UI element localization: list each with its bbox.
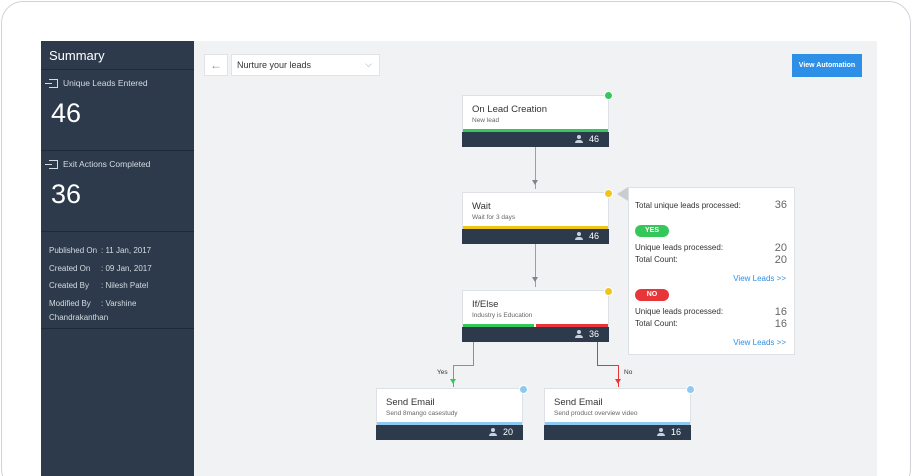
person-icon bbox=[574, 135, 583, 143]
exit-actions-value: 36 bbox=[51, 179, 82, 209]
status-dot-icon bbox=[686, 385, 695, 394]
published-value: : 11 Jan, 2017 bbox=[101, 246, 152, 255]
connector-2 bbox=[535, 244, 536, 287]
total-processed-value: 36 bbox=[774, 199, 787, 211]
node-footer: 20 bbox=[376, 425, 523, 440]
no-badge: NO bbox=[635, 289, 669, 301]
ifelse-stats-panel: Total unique leads processed: 36 YES Uni… bbox=[628, 187, 795, 355]
created-on-label: Created On bbox=[49, 263, 91, 273]
modified-by-label: Modified By bbox=[49, 298, 91, 308]
exit-actions-stat: Exit Actions Completed 36 bbox=[41, 151, 194, 232]
chevron-down-icon: ⌵ bbox=[365, 59, 372, 69]
created-on-value: : 09 Jan, 2017 bbox=[101, 263, 152, 273]
node-footer: 36 bbox=[462, 327, 609, 342]
node-send-email-yes[interactable]: Send Email Send 8mango casestudy 20 bbox=[376, 388, 523, 440]
no-unique-value: 16 bbox=[774, 306, 787, 318]
sidebar-title: Summary bbox=[41, 41, 194, 70]
node-status-bar bbox=[377, 422, 522, 426]
node-subtitle: Send product overview video bbox=[554, 410, 638, 417]
branch-yes-vertical bbox=[473, 342, 474, 365]
status-dot-icon bbox=[519, 385, 528, 394]
node-footer: 46 bbox=[462, 132, 609, 147]
node-footer: 46 bbox=[462, 229, 609, 244]
node-status-bar bbox=[463, 226, 608, 230]
node-status-bar bbox=[545, 422, 690, 426]
node-title: Send Email bbox=[386, 397, 435, 408]
unique-leads-stat: Unique Leads Entered 46 bbox=[41, 70, 194, 151]
unique-leads-label: Unique Leads Entered bbox=[63, 78, 148, 88]
yes-unique-value: 20 bbox=[774, 242, 787, 254]
no-total-value: 16 bbox=[774, 318, 787, 330]
node-wait[interactable]: Wait Wait for 3 days 46 bbox=[462, 192, 609, 244]
status-dot-icon bbox=[604, 91, 613, 100]
branch-no-down bbox=[618, 365, 619, 387]
branch-no-label: No bbox=[624, 369, 633, 376]
node-lead-creation[interactable]: On Lead Creation New lead 46 bbox=[462, 95, 609, 147]
no-total-label: Total Count: bbox=[635, 319, 678, 328]
node-count: 36 bbox=[588, 329, 599, 339]
node-title: On Lead Creation bbox=[472, 104, 547, 115]
created-by-label: Created By bbox=[49, 281, 90, 290]
back-button[interactable]: ← bbox=[204, 54, 228, 76]
person-icon bbox=[574, 232, 583, 240]
panel-pointer bbox=[617, 187, 628, 201]
node-count: 20 bbox=[502, 427, 513, 437]
node-subtitle: Industry is Education bbox=[472, 312, 533, 319]
branch-no-vertical bbox=[597, 342, 598, 365]
modified-by-value-cont: Chandrakanthan bbox=[49, 312, 109, 322]
branch-yes-horizontal bbox=[453, 365, 474, 366]
node-title: Send Email bbox=[554, 397, 603, 408]
branch-yes-down bbox=[453, 365, 454, 387]
summary-sidebar: Summary Unique Leads Entered 46 Exit Act… bbox=[41, 41, 194, 476]
branch-no-arrow bbox=[615, 379, 621, 384]
node-subtitle: New lead bbox=[472, 117, 500, 124]
exit-actions-label: Exit Actions Completed bbox=[63, 159, 151, 169]
node-status-bar-yes bbox=[463, 324, 534, 328]
node-count: 46 bbox=[588, 231, 599, 241]
node-title: If/Else bbox=[472, 299, 499, 310]
node-send-email-no[interactable]: Send Email Send product overview video 1… bbox=[544, 388, 691, 440]
connector-arrow-2 bbox=[532, 277, 538, 282]
yes-total-label: Total Count: bbox=[635, 255, 678, 264]
status-dot-icon bbox=[604, 287, 613, 296]
yes-total-value: 20 bbox=[774, 254, 787, 266]
node-subtitle: Wait for 3 days bbox=[472, 214, 516, 221]
automation-select-value: Nurture your leads bbox=[237, 60, 312, 70]
connector-arrow-1 bbox=[532, 180, 538, 185]
view-automation-button[interactable]: View Automation bbox=[792, 54, 862, 77]
unique-leads-value: 46 bbox=[51, 98, 82, 128]
node-count: 16 bbox=[670, 427, 681, 437]
total-processed-label: Total unique leads processed: bbox=[635, 201, 741, 210]
person-icon bbox=[656, 428, 665, 436]
node-ifelse[interactable]: If/Else Industry is Education 36 bbox=[462, 290, 609, 342]
node-footer: 16 bbox=[544, 425, 691, 440]
node-status-bar-no bbox=[536, 324, 608, 328]
branch-no-horizontal bbox=[597, 365, 618, 366]
node-subtitle: Send 8mango casestudy bbox=[386, 410, 458, 417]
automation-meta: Published On: 11 Jan, 2017 Created On : 0… bbox=[41, 232, 194, 329]
status-dot-icon bbox=[604, 189, 613, 198]
modified-by-value: : Varshine bbox=[101, 298, 137, 308]
yes-view-leads-link[interactable]: View Leads >> bbox=[733, 274, 786, 283]
person-icon bbox=[574, 330, 583, 338]
yes-badge: YES bbox=[635, 225, 669, 237]
enter-icon bbox=[45, 78, 58, 88]
node-status-bar bbox=[463, 129, 608, 133]
person-icon bbox=[488, 428, 497, 436]
yes-unique-label: Unique leads processed: bbox=[635, 243, 724, 252]
published-label: Published On bbox=[49, 246, 98, 255]
arrow-left-icon: ← bbox=[210, 58, 222, 72]
connector-1 bbox=[535, 147, 536, 189]
created-by-value: : Nilesh Patel bbox=[101, 281, 149, 290]
no-view-leads-link[interactable]: View Leads >> bbox=[733, 338, 786, 347]
automation-select[interactable]: Nurture your leads ⌵ bbox=[231, 54, 380, 76]
branch-yes-arrow bbox=[450, 379, 456, 384]
node-count: 46 bbox=[588, 134, 599, 144]
node-title: Wait bbox=[472, 201, 491, 212]
exit-icon bbox=[45, 159, 58, 169]
no-unique-label: Unique leads processed: bbox=[635, 307, 724, 316]
branch-yes-label: Yes bbox=[437, 369, 448, 376]
app-screen: Summary Unique Leads Entered 46 Exit Act… bbox=[41, 41, 877, 476]
